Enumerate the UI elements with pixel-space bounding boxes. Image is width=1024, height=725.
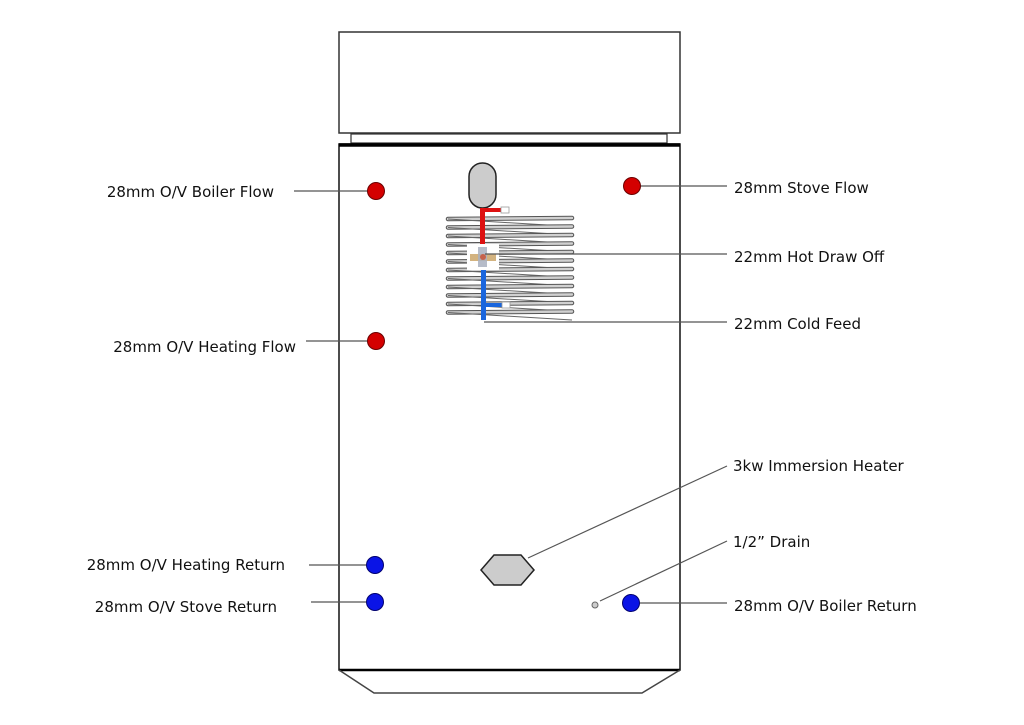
cylinder-base — [338, 669, 681, 694]
coil-turn — [446, 284, 574, 289]
stove-flow-connection[interactable] — [623, 177, 641, 195]
cylinder-top-cap — [338, 31, 681, 134]
coil-turn — [446, 310, 574, 314]
label-immersion-heater: 3kw Immersion Heater — [733, 457, 905, 475]
label-boiler-return: 28mm O/V Boiler Return — [734, 597, 917, 615]
coil-turn — [446, 293, 574, 297]
drain-connection[interactable] — [591, 601, 599, 609]
label-hot-draw-off: 22mm Hot Draw Off — [734, 248, 885, 266]
stove-return-connection[interactable] — [366, 593, 384, 611]
leader-lines — [294, 185, 728, 604]
cold-pipe — [481, 268, 511, 320]
coil-turn-back — [447, 312, 573, 321]
mixing-valve — [467, 244, 499, 270]
coil-turn — [446, 267, 574, 272]
leader-immersion-heater — [527, 465, 728, 559]
label-stove-return: 28mm O/V Stove Return — [95, 598, 277, 616]
label-stove-flow: 28mm Stove Flow — [734, 179, 869, 197]
immersion-heater-boss[interactable] — [480, 554, 535, 586]
heating-flow-connection[interactable] — [367, 332, 385, 350]
label-heating-return: 28mm O/V Heating Return — [87, 556, 285, 574]
label-heating-flow: 28mm O/V Heating Flow — [113, 338, 296, 356]
expansion-vessel — [468, 162, 497, 209]
coil-turn — [446, 233, 574, 238]
boiler-return-connection[interactable] — [622, 594, 640, 612]
coil-turn — [446, 250, 574, 255]
hot-pipe — [480, 206, 510, 253]
coil-turn — [446, 276, 574, 280]
coil-turn — [446, 225, 574, 229]
heating-return-connection[interactable] — [366, 556, 384, 574]
boiler-flow-connection[interactable] — [367, 182, 385, 200]
leader-drain — [599, 540, 728, 602]
coil-turn — [446, 259, 574, 263]
coil-turn — [446, 242, 574, 246]
label-boiler-flow: 28mm O/V Boiler Flow — [107, 183, 274, 201]
label-cold-feed: 22mm Cold Feed — [734, 315, 861, 333]
coil-turn — [446, 216, 574, 221]
label-drain: 1/2” Drain — [733, 533, 810, 551]
cylinder-neck — [350, 133, 668, 144]
